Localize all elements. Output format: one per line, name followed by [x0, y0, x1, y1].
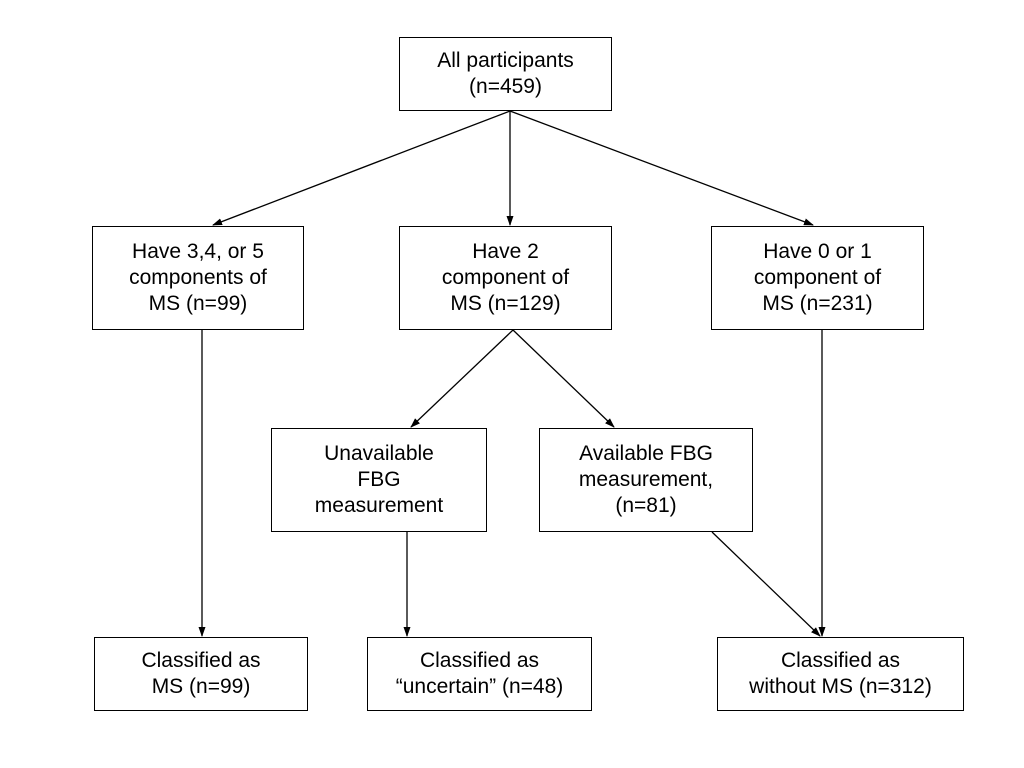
node-two-components: Have 2 component of MS (n=129) — [399, 226, 612, 330]
node-three-to-five-components: Have 3,4, or 5 components of MS (n=99) — [92, 226, 304, 330]
node-all-participants: All participants (n=459) — [399, 37, 612, 111]
arrow-all-to-low — [509, 110, 814, 226]
arrow-available-to-without — [711, 531, 821, 637]
node-classified-uncertain: Classified as “uncertain” (n=48) — [367, 637, 592, 711]
node-classified-without-ms: Classified as without MS (n=312) — [717, 637, 964, 711]
arrow-two-to-unavailable — [410, 329, 514, 428]
node-classified-ms: Classified as MS (n=99) — [94, 637, 308, 711]
node-available-fbg: Available FBG measurement, (n=81) — [539, 428, 753, 532]
arrow-all-to-high — [212, 110, 511, 226]
node-unavailable-fbg: Unavailable FBG measurement — [271, 428, 487, 532]
arrow-two-to-available — [512, 329, 615, 428]
node-zero-or-one-component: Have 0 or 1 component of MS (n=231) — [711, 226, 924, 330]
